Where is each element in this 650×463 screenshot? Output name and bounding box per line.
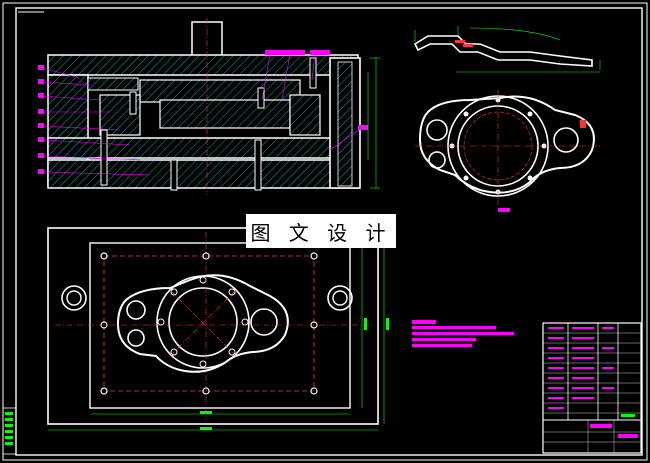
left-margin-table: [2, 407, 17, 455]
section-view-main: [38, 18, 380, 195]
inner-frame: [15, 7, 643, 456]
part-side-profile: [413, 26, 601, 73]
die-plan-view: [47, 227, 389, 431]
watermark-label: 图 文 设 计: [246, 214, 396, 248]
title-block: [542, 322, 642, 454]
technical-notes: [412, 320, 514, 347]
part-plan-view: [415, 90, 600, 212]
